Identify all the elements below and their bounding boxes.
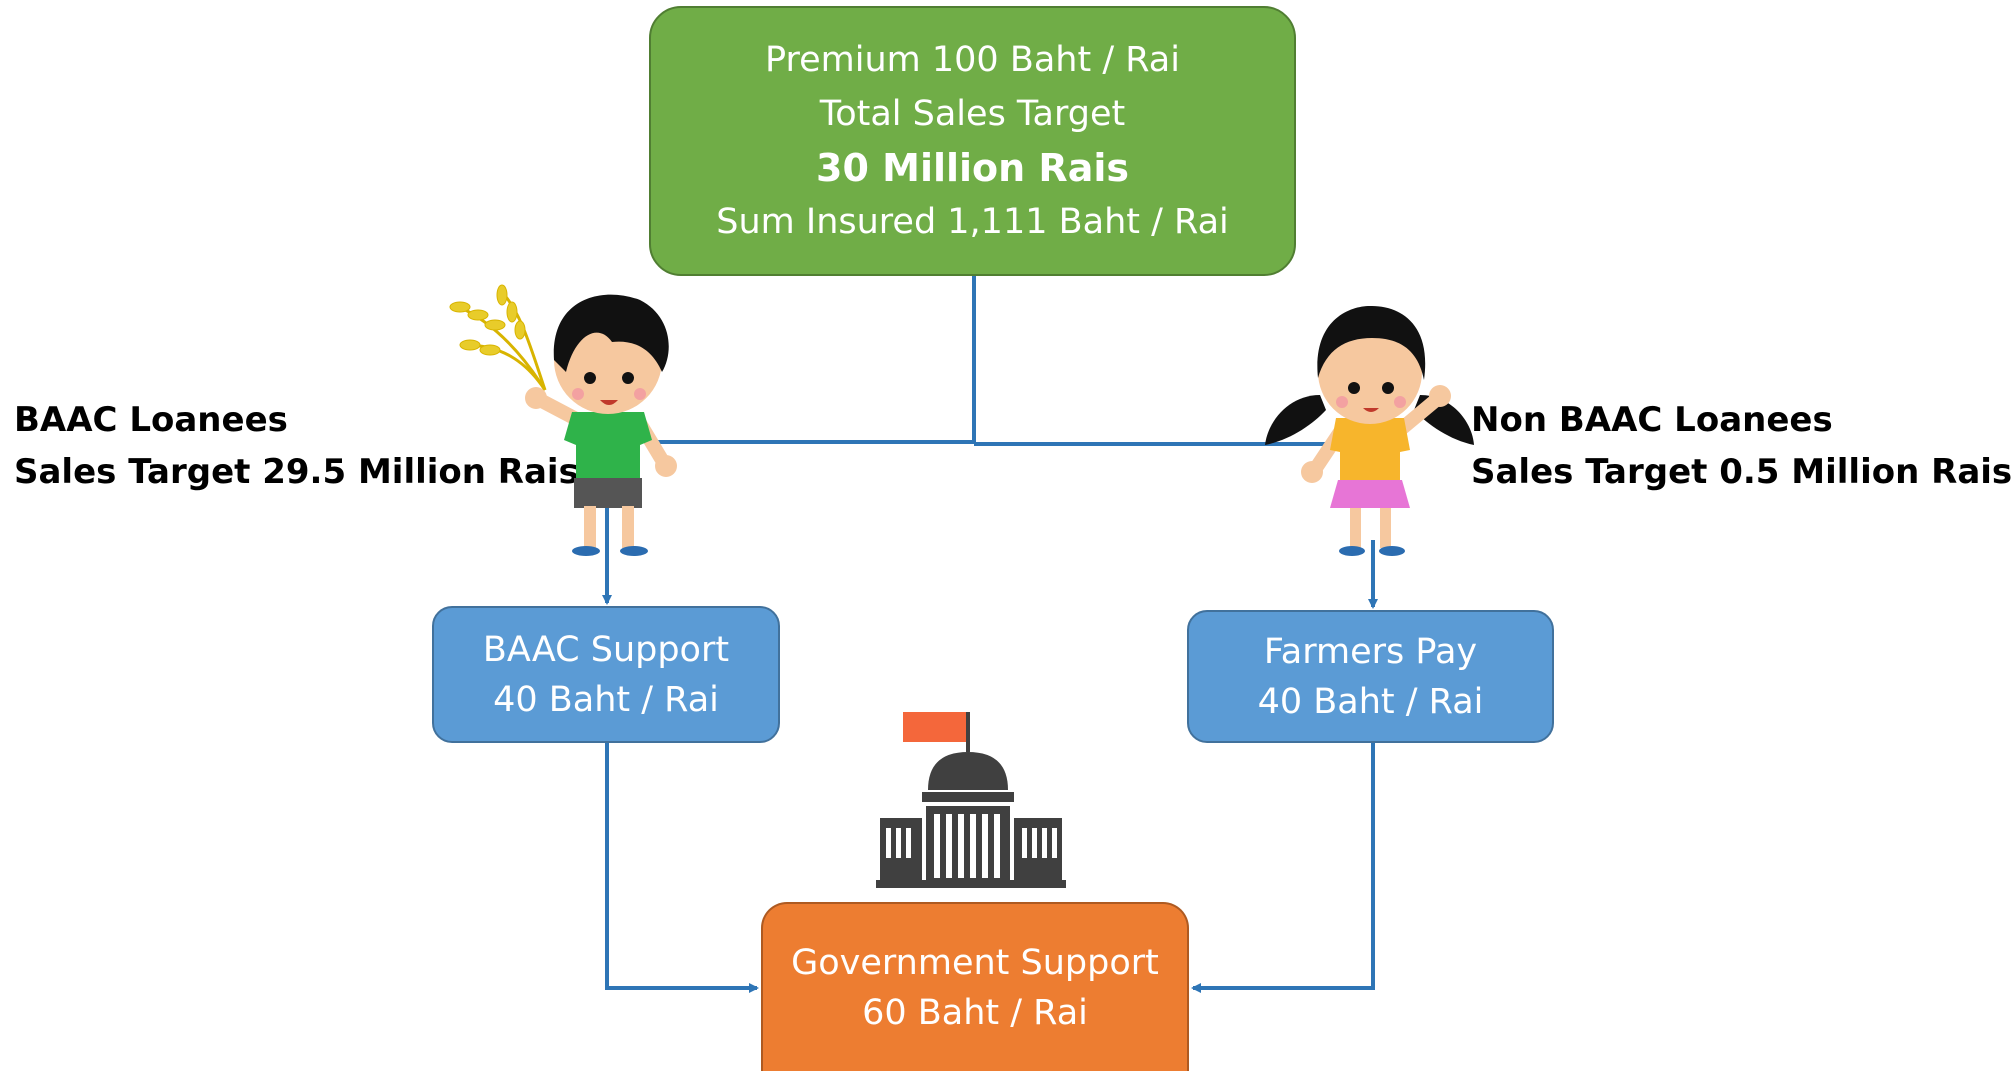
non-baac-loanees-title: Non BAAC Loanees (1471, 400, 1833, 440)
baac-loanees-label: BAAC Loanees Sales Target 29.5 Million R… (14, 394, 579, 498)
government-support-amount: 60 Baht / Rai (862, 992, 1088, 1033)
baac-support-box: BAAC Support 40 Baht / Rai (432, 606, 780, 743)
connector-baac-to-government (605, 743, 759, 993)
total-rais-text: 30 Million Rais (816, 146, 1129, 190)
connector-farmers-to-government (1191, 743, 1375, 993)
government-support-box: Government Support 60 Baht / Rai (761, 902, 1189, 1071)
total-sales-target-text: Total Sales Target (819, 94, 1126, 134)
baac-support-amount: 40 Baht / Rai (493, 679, 719, 720)
farmers-pay-box: Farmers Pay 40 Baht / Rai (1187, 610, 1554, 743)
baac-loanees-target: Sales Target 29.5 Million Rais (14, 452, 579, 492)
non-baac-loanees-label: Non BAAC Loanees Sales Target 0.5 Millio… (1471, 394, 2012, 498)
baac-loanees-title: BAAC Loanees (14, 400, 288, 440)
premium-text: Premium 100 Baht / Rai (765, 40, 1180, 80)
premium-target-box: Premium 100 Baht / Rai Total Sales Targe… (649, 6, 1296, 276)
baac-support-title: BAAC Support (482, 629, 730, 670)
farmers-pay-title: Farmers Pay (1263, 631, 1478, 672)
non-baac-loanees-target: Sales Target 0.5 Million Rais (1471, 452, 2012, 492)
farmers-pay-amount: 40 Baht / Rai (1257, 681, 1484, 722)
government-support-title: Government Support (791, 942, 1159, 983)
sum-insured-text: Sum Insured 1,111 Baht / Rai (716, 202, 1229, 242)
